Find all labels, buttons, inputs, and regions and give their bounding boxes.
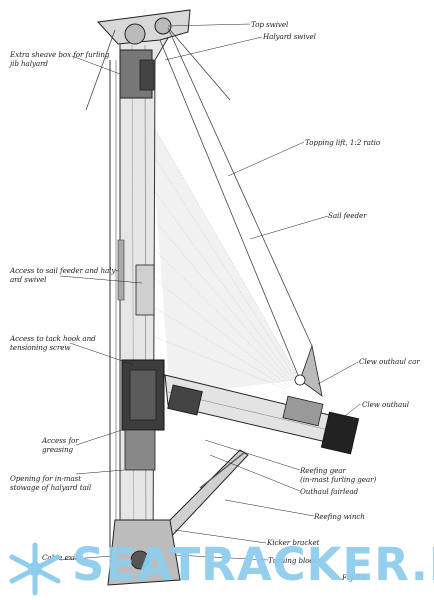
sail-shading [150, 120, 300, 395]
kicker [159, 449, 249, 541]
label-extra-sheave-box: Extra sheave box for furling jib halyard [10, 50, 110, 68]
snowflake-icon [9, 542, 61, 596]
sail-feeder-unit [117, 239, 155, 316]
label-access-greasing: Access for greasing [42, 436, 79, 454]
boom [164, 374, 360, 455]
label-reefing-winch: Reefing winch [314, 512, 365, 521]
label-topping-lift: Topping lift, 1:2 ratio [305, 138, 381, 147]
sail-folds [149, 119, 301, 390]
clew-outhaul-car [294, 344, 323, 397]
stays [85, 27, 313, 381]
mast-foot [107, 519, 181, 586]
label-kicker-bracket: Kicker bracket [267, 538, 320, 547]
figure-number: Fig 7.1 [342, 574, 367, 582]
label-access-sail-feeder: Access to sail feeder and haly- ard swiv… [10, 266, 118, 284]
label-access-tack-hook: Access to tack hook and tensioning screw [10, 334, 96, 352]
gooseneck [121, 359, 165, 471]
label-top-swivel: Top swivel [251, 20, 289, 29]
leader-lines [59, 23, 361, 561]
label-outhaul-fairlead: Outhaul fairlead [300, 487, 359, 496]
label-turning-blocks: Turning blocks [268, 556, 322, 565]
label-reefing-gear: Reefing gear (in-mast furling gear) [300, 466, 377, 484]
masthead [96, 9, 191, 99]
watermark-text: SEATRACKER.RU [72, 538, 434, 591]
label-clew-outhaul: Clew outhaul [362, 400, 409, 409]
label-halyard-swivel: Halyard swivel [263, 32, 316, 41]
label-sail-feeder: Sail feeder [328, 211, 367, 220]
label-clew-outhaul-car: Clew outhaul car [359, 357, 420, 366]
label-opening-halyard-tail: Opening for in-mast stowage of halyard t… [10, 474, 92, 492]
